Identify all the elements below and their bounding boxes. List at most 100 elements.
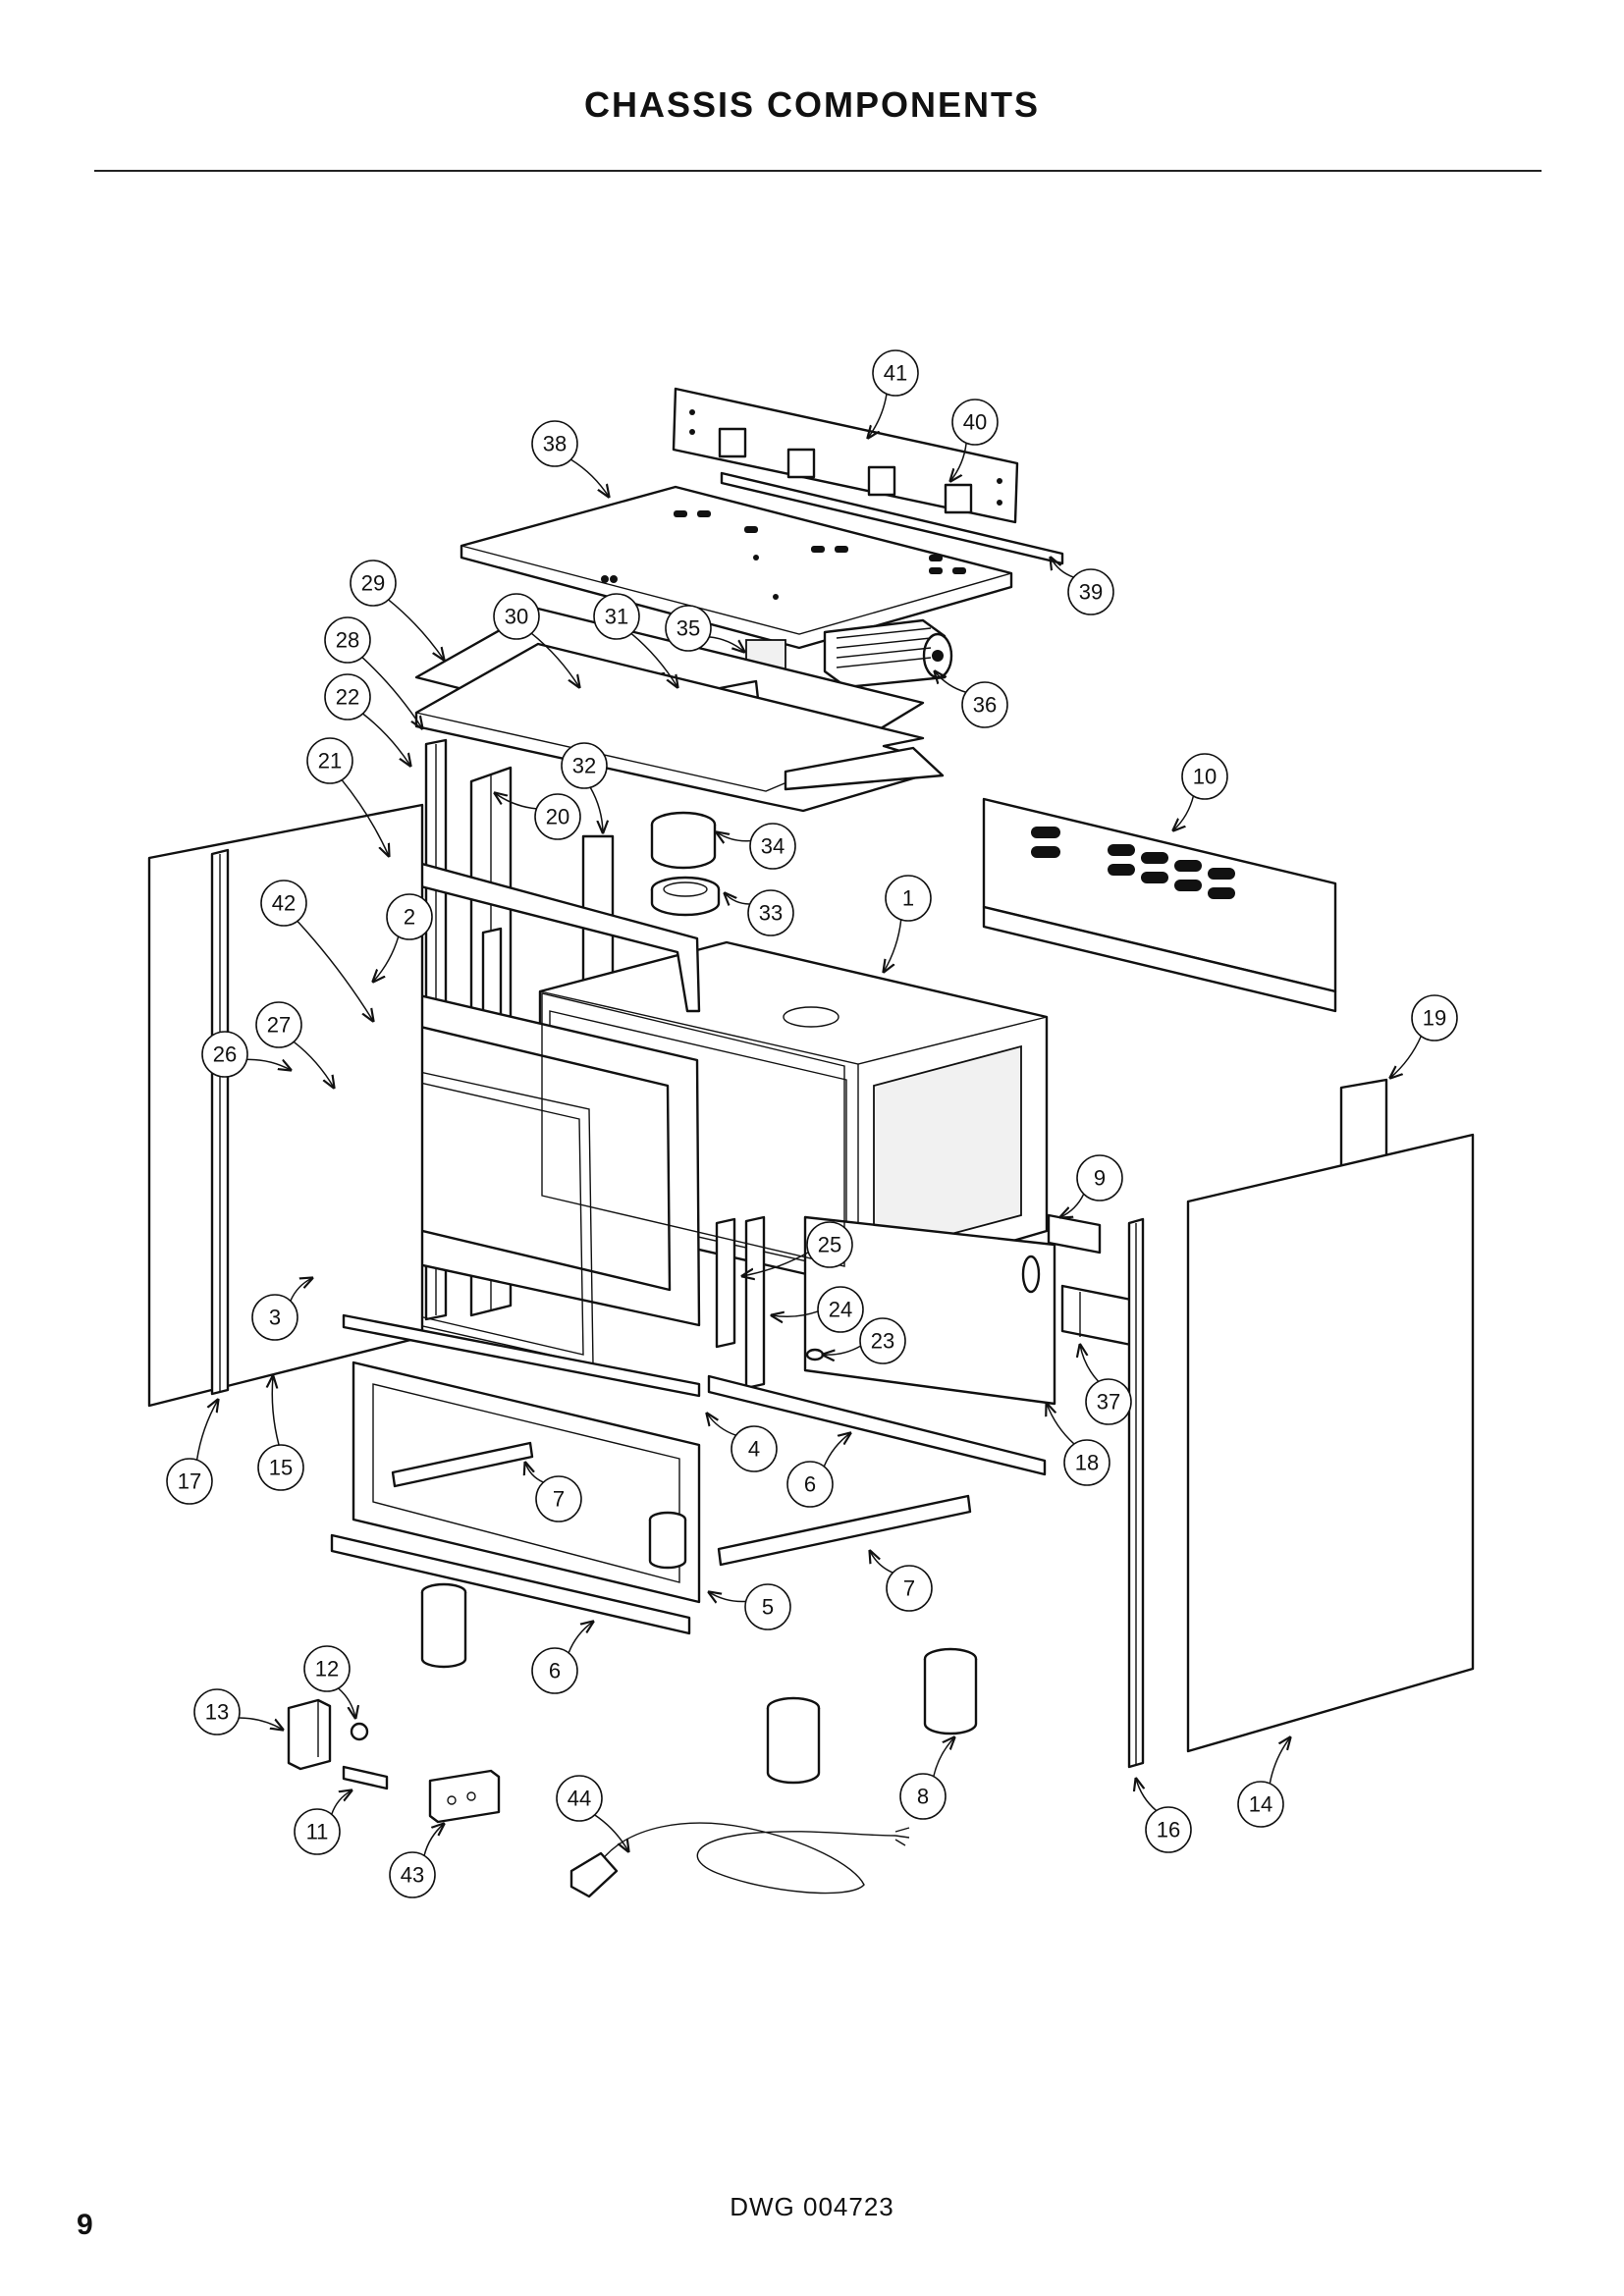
callout-circle (531, 1647, 578, 1694)
callout-leader (341, 779, 389, 856)
callout-cross-brace-right: 7 (870, 1551, 933, 1612)
callout-leader (725, 893, 750, 904)
callout-leader (707, 1414, 736, 1436)
callout-circle (306, 737, 353, 784)
callout-circle (1085, 1378, 1132, 1425)
callout-label: 29 (361, 571, 385, 596)
callout-left-upright: 20 (495, 793, 581, 840)
callout-label: 4 (748, 1437, 760, 1462)
callout-label: 40 (963, 410, 987, 435)
control-bracket (672, 387, 1019, 524)
callout-leader (525, 1463, 544, 1483)
callout-rear-panel: 10 (1173, 753, 1228, 830)
callout-label: 34 (761, 834, 785, 859)
callout-circle (257, 1444, 304, 1491)
callout-leader (1047, 1404, 1075, 1445)
callout-clip: 12 (303, 1645, 355, 1718)
callout-circle (817, 1286, 864, 1333)
callout-label: 23 (871, 1329, 894, 1354)
top-insulation (414, 642, 945, 813)
callout-circle (255, 1001, 302, 1048)
callout-label: 22 (336, 685, 359, 710)
spacer (805, 1348, 825, 1362)
callout-label: 18 (1075, 1451, 1099, 1475)
callout-leader (570, 458, 609, 497)
callout-label: 43 (401, 1863, 424, 1888)
callout-circle (665, 605, 712, 652)
front-frame-seal (541, 992, 845, 1267)
callout-label: 6 (549, 1659, 561, 1683)
callout-relay: 40 (950, 399, 999, 481)
callout-leader (495, 793, 537, 810)
callout-label: 41 (884, 361, 907, 386)
callout-hinge-bracket-left: 26 (201, 1031, 291, 1078)
callout-leader (630, 632, 677, 687)
cross-brace (391, 1441, 534, 1488)
callout-label: 16 (1157, 1818, 1180, 1842)
callout-control-bracket: 41 (868, 349, 919, 438)
right-side-panel (1186, 1133, 1475, 1753)
callout-oven-cavity: 1 (884, 875, 932, 972)
rear-corner-bracket (1339, 1078, 1388, 1168)
front-frame (342, 976, 701, 1327)
callout-circle (535, 1475, 582, 1522)
callout-leader (709, 1592, 746, 1602)
callout-circle (1181, 753, 1228, 800)
callout-leader (868, 394, 888, 438)
callout-circle (556, 1775, 603, 1822)
callout-leader (423, 1824, 444, 1856)
callout-leader (290, 1278, 312, 1302)
callout-top-insulation: 28 (324, 616, 422, 728)
callout-leader (823, 1345, 861, 1355)
page-number: 9 (77, 2209, 93, 2241)
callout-leader (239, 1717, 283, 1730)
right-side-trim (1127, 1217, 1145, 1769)
callout-terminal-block: 43 (389, 1824, 444, 1898)
relay (718, 427, 973, 514)
side-bracket (1047, 1213, 1102, 1255)
callout-spacer: 23 (823, 1317, 906, 1364)
callout-circle (534, 793, 581, 840)
callout-leveling-foot: 8 (899, 1737, 954, 1820)
callout-vent-ring: 34 (717, 823, 796, 870)
callout-left-side-trim: 17 (166, 1400, 218, 1505)
callout-circle (324, 673, 371, 721)
callout-label: 5 (762, 1595, 774, 1620)
callout-right-cavity-side: 18 (1047, 1404, 1110, 1486)
callout-leader (297, 920, 373, 1021)
callout-circle (201, 1031, 248, 1078)
callout-leader (272, 1376, 280, 1446)
callout-leader (1269, 1737, 1290, 1785)
terminal-block (428, 1769, 501, 1824)
callout-label: 1 (902, 886, 914, 911)
callout-leader (935, 671, 967, 693)
callout-leader (568, 1622, 593, 1654)
callout-leader (361, 657, 422, 728)
callout-circle (324, 616, 371, 664)
callout-label: 10 (1193, 765, 1217, 789)
callout-duct-bracket: 30 (493, 593, 579, 687)
callout-label: 24 (829, 1298, 852, 1322)
callout-leader (870, 1551, 893, 1574)
callout-fan-housing-plate: 35 (665, 605, 744, 652)
callout-leader (373, 935, 400, 982)
cooling-fan (823, 618, 953, 689)
callout-label: 11 (306, 1820, 329, 1844)
callout-label: 2 (404, 905, 415, 930)
callout-label: 27 (267, 1013, 291, 1038)
callout-circle (166, 1458, 213, 1505)
callout-label: 9 (1094, 1166, 1106, 1191)
callout-circle (747, 889, 794, 936)
callout-leader (293, 1041, 334, 1088)
callout-circle (899, 1773, 947, 1820)
callout-circle (1076, 1154, 1123, 1201)
vent-ring (650, 811, 717, 870)
callout-door-seal: 27 (255, 1001, 334, 1088)
callout-circle (859, 1317, 906, 1364)
callout-side-bracket: 9 (1060, 1154, 1123, 1217)
callout-circle (561, 742, 608, 789)
callout-label: 17 (178, 1469, 201, 1494)
callout-label: 13 (205, 1700, 229, 1725)
callout-label: 6 (804, 1472, 816, 1497)
callout-circle (744, 1583, 791, 1630)
